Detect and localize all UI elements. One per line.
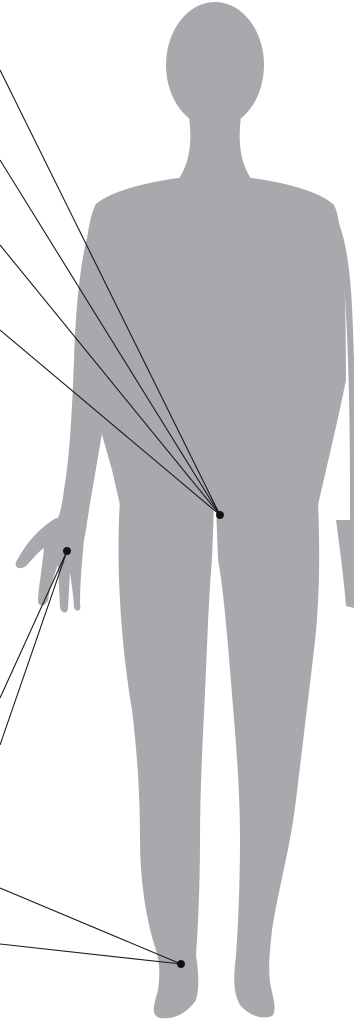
leader-line-hand-2 (0, 551, 67, 745)
left-arm (56, 208, 112, 530)
leader-line-hand-1 (0, 551, 67, 698)
lower-abdomen-point (216, 511, 224, 519)
ankle-point (177, 960, 185, 968)
torso (80, 178, 346, 505)
body-silhouette (16, 2, 354, 1018)
right-hand (336, 520, 354, 608)
left-leg (119, 500, 215, 1018)
hand-point (63, 547, 71, 555)
neck (178, 110, 252, 180)
leader-line-ankle-2 (0, 944, 181, 964)
head (166, 2, 264, 128)
right-leg (216, 500, 319, 1018)
